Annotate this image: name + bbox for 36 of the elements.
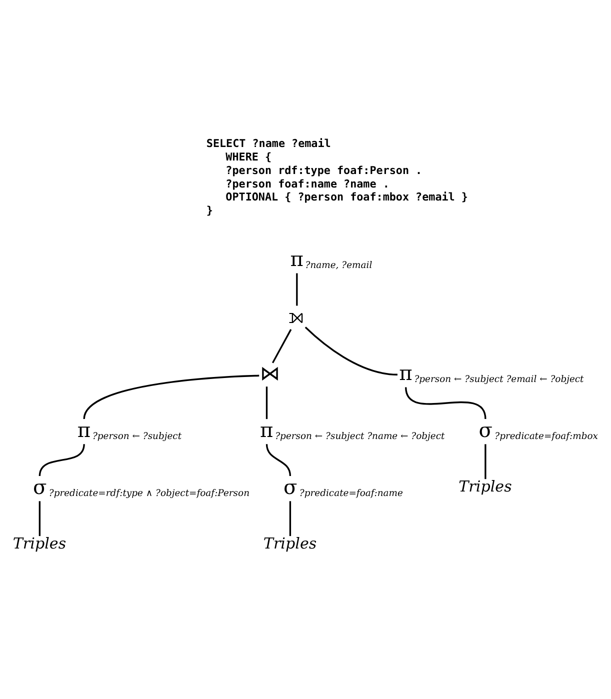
node-label: ?predicate=foaf:mbox bbox=[494, 430, 598, 442]
connector bbox=[289, 501, 292, 536]
connector bbox=[296, 273, 298, 306]
node-text: ⋈ bbox=[260, 360, 280, 385]
node-text: Triples bbox=[263, 534, 317, 552]
connector bbox=[266, 386, 268, 420]
label: WHERE { bbox=[226, 150, 272, 164]
node-text: Triples bbox=[12, 534, 66, 552]
connector bbox=[272, 329, 292, 364]
node-text: π bbox=[77, 418, 91, 442]
connector bbox=[83, 374, 260, 420]
label: ?person rdf:type foaf:Person . bbox=[226, 164, 422, 177]
node-label: ?predicate=rdf:type ∧ ?object=foaf:Person bbox=[48, 488, 250, 499]
node-text: ⟕ bbox=[288, 304, 304, 328]
connector bbox=[405, 387, 486, 420]
node-label: ?predicate=foaf:name bbox=[299, 488, 403, 499]
node-label: ?name, ?email bbox=[305, 260, 372, 272]
connector bbox=[38, 444, 85, 476]
node-text: π bbox=[290, 246, 304, 271]
connector bbox=[266, 444, 292, 476]
connector bbox=[38, 501, 41, 536]
label: } bbox=[206, 204, 213, 218]
node-text: σ bbox=[478, 418, 492, 442]
node-text: σ bbox=[32, 474, 47, 499]
node-text: σ bbox=[284, 474, 298, 499]
node-label: ?person ← ?subject ?name ← ?object bbox=[275, 430, 445, 442]
node-label: ?person ← ?subject bbox=[92, 430, 182, 442]
node-text: Triples bbox=[458, 477, 512, 496]
connector bbox=[304, 326, 398, 376]
node-text: π bbox=[399, 360, 412, 385]
connector bbox=[484, 444, 486, 480]
label: ?person foaf:name ?name . bbox=[226, 177, 390, 190]
node-text: π bbox=[260, 418, 274, 442]
label: SELECT ?name ?email bbox=[206, 137, 331, 150]
node-label: ?person ← ?subject ?email ← ?object bbox=[414, 374, 584, 386]
label: OPTIONAL { ?person foaf:mbox ?email } bbox=[226, 190, 468, 204]
